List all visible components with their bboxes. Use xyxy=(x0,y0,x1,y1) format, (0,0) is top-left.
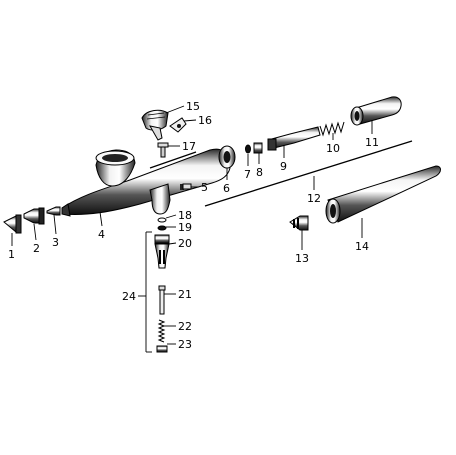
part-2-nozzle-body xyxy=(23,207,45,225)
label-3: 3 xyxy=(52,236,59,249)
label-6: 6 xyxy=(223,182,230,195)
part-9-needle-chuck xyxy=(267,126,321,151)
part-3-nozzle-tip xyxy=(46,206,61,216)
label-12: 12 xyxy=(307,192,321,205)
part-17-screw xyxy=(157,142,169,158)
label-17: 17 xyxy=(182,140,196,153)
part-13-fitting xyxy=(289,215,309,231)
part-7-oring xyxy=(245,144,251,154)
part-23-nut xyxy=(156,345,168,353)
part-number-labels: 1 2 3 4 5 6 7 8 9 10 11 12 13 14 15 16 1… xyxy=(8,100,379,351)
label-11: 11 xyxy=(365,136,379,149)
label-20: 20 xyxy=(178,237,192,250)
label-4: 4 xyxy=(98,228,105,241)
part-5-screw xyxy=(182,183,192,190)
part-18-oring xyxy=(157,217,167,223)
part-21-valve-stem xyxy=(158,285,166,315)
part-19-washer xyxy=(157,225,167,231)
part-15-trigger-button xyxy=(141,109,169,141)
label-9: 9 xyxy=(280,160,287,173)
part-16-clip xyxy=(169,117,187,133)
label-18: 18 xyxy=(178,209,192,222)
label-15: 15 xyxy=(186,100,200,113)
label-16: 16 xyxy=(198,114,212,127)
label-23: 23 xyxy=(178,338,192,351)
part-6-ring xyxy=(218,145,236,169)
leader-lines xyxy=(11,105,373,353)
label-19: 19 xyxy=(178,221,192,234)
label-13: 13 xyxy=(295,252,309,265)
part-11-handle xyxy=(350,96,402,126)
label-5: 5 xyxy=(201,181,208,194)
part-4-main-body xyxy=(61,148,231,217)
label-8: 8 xyxy=(256,166,263,179)
label-14: 14 xyxy=(355,240,369,253)
label-24: 24 xyxy=(122,290,136,303)
label-22: 22 xyxy=(178,320,192,333)
part-12-needle xyxy=(204,140,413,207)
part-10-spring xyxy=(319,121,345,137)
part-1-nozzle-cap xyxy=(3,214,22,234)
label-21: 21 xyxy=(178,288,192,301)
part-20-valve-housing xyxy=(154,234,170,269)
label-7: 7 xyxy=(244,168,251,181)
part-14-tail-cover xyxy=(325,165,441,224)
part-8-bushing xyxy=(253,142,263,154)
label-2: 2 xyxy=(33,242,40,255)
part-22-spring xyxy=(157,319,166,343)
label-10: 10 xyxy=(326,142,340,155)
label-1: 1 xyxy=(8,248,15,261)
